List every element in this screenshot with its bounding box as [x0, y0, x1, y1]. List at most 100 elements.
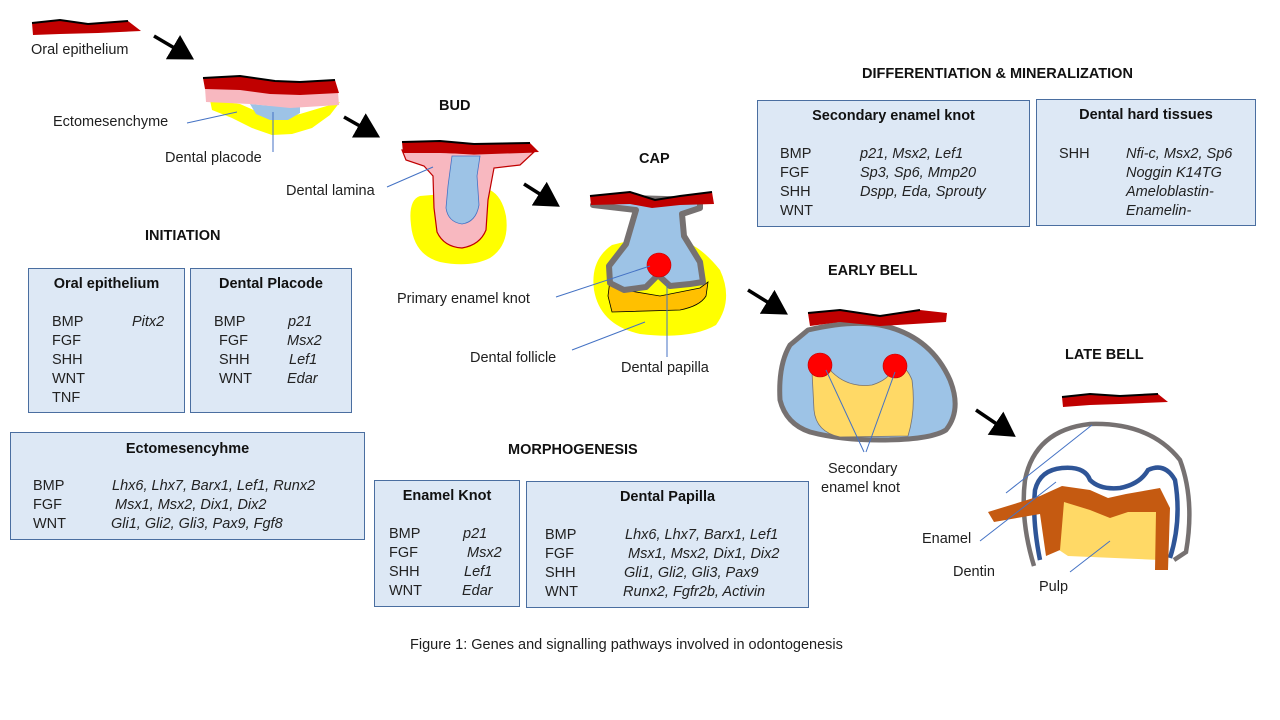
box-title: Dental hard tissues	[1079, 107, 1213, 123]
genes: Lef1	[289, 352, 318, 368]
box-dental-papilla: Dental Papilla BMP Lhx6, Lhx7, Barx1, Le…	[526, 481, 809, 608]
box-title: Dental Placode	[219, 276, 323, 292]
genes: Lhx6, Lhx7, Barx1, Lef1	[625, 527, 779, 543]
label-dental-placode: Dental placode	[165, 150, 262, 166]
box-ectomesenchyme: Ectomesencyhme BMP Lhx6, Lhx7, Barx1, Le…	[10, 432, 365, 540]
pathway: WNT	[219, 371, 253, 387]
label-secondary-enamel-knot-line2: enamel knot	[821, 480, 900, 496]
box-title: Ectomesencyhme	[125, 441, 250, 457]
leader-secondary-knot-2	[865, 371, 896, 453]
arrow-3	[523, 181, 560, 207]
genes: Msx2	[287, 333, 322, 349]
pathway: WNT	[389, 583, 423, 599]
box-title: Secondary enamel knot	[812, 108, 975, 124]
pathway: WNT	[545, 584, 579, 600]
pathway: BMP	[214, 314, 246, 330]
arrow-4	[747, 288, 788, 315]
box-title: Enamel Knot	[402, 488, 492, 504]
genes: Msx1, Msx2, Dix1, Dix2	[115, 497, 267, 513]
box-dental-hard-tissues: Dental hard tissues SHH Nfi-c, Msx2, Sp6…	[1036, 99, 1256, 226]
genes: Enamelin-	[1126, 203, 1192, 219]
stage-title-initiation: INITIATION	[145, 228, 221, 244]
leader-dental-lamina	[386, 166, 434, 188]
label-ectomesenchyme: Ectomesenchyme	[53, 114, 169, 130]
pathway: SHH	[389, 564, 420, 580]
arrow-1	[153, 34, 195, 60]
bud-drawing	[401, 139, 539, 265]
pathway: BMP	[780, 146, 812, 162]
label-secondary-enamel-knot-line1: Secondary	[828, 461, 898, 477]
box-title: Dental Papilla	[619, 489, 716, 505]
label-enamel: Enamel	[922, 531, 972, 547]
label-oral-epithelium: Oral epithelium	[31, 42, 129, 58]
genes: Nfi-c, Msx2, Sp6	[1126, 146, 1233, 162]
pathway: FGF	[545, 546, 574, 562]
genes: Lef1	[464, 564, 493, 580]
leader-pulp	[1069, 540, 1111, 573]
genes: Noggin K14TG	[1126, 165, 1222, 181]
pathway: SHH	[52, 352, 83, 368]
stage-title-differentiation: DIFFERENTIATION & MINERALIZATION	[862, 66, 1133, 82]
pathway: FGF	[52, 333, 81, 349]
genes: Sp3, Sp6, Mmp20	[860, 165, 977, 181]
cap-drawing	[589, 190, 727, 336]
genes: Lhx6, Lhx7, Barx1, Lef1, Runx2	[112, 478, 316, 494]
arrow-2	[343, 113, 381, 138]
label-pulp: Pulp	[1039, 579, 1069, 595]
pathway: SHH	[545, 565, 576, 581]
pathway: TNF	[52, 390, 81, 406]
placode-drawing	[202, 74, 340, 135]
leader-dentin	[979, 481, 1057, 542]
pathway: FGF	[33, 497, 62, 513]
box-dental-placode: Dental Placode BMP p21 FGF Msx2 SHH Lef1…	[190, 268, 352, 413]
box-title: Oral epithelium	[53, 276, 160, 292]
pathway: SHH	[1059, 146, 1090, 162]
genes: Gli1, Gli2, Gli3, Pax9	[624, 565, 759, 581]
pathway: BMP	[33, 478, 65, 494]
label-primary-enamel-knot: Primary enamel knot	[397, 291, 530, 307]
pathway: SHH	[780, 184, 811, 200]
genes: Gli1, Gli2, Gli3, Pax9, Fgf8	[111, 516, 283, 532]
leader-primary-enamel-knot	[555, 265, 651, 298]
late-bell-drawing	[988, 392, 1192, 570]
genes: Msx2	[467, 545, 502, 561]
stage-title-morphogenesis: MORPHOGENESIS	[508, 442, 638, 458]
genes: Dspp, Eda, Sprouty	[860, 184, 986, 200]
box-secondary-enamel-knot: Secondary enamel knot BMP p21, Msx2, Lef…	[757, 100, 1030, 227]
figure-caption: Figure 1: Genes and signalling pathways …	[410, 637, 843, 653]
pathway: WNT	[52, 371, 86, 387]
pathway: BMP	[52, 314, 84, 330]
label-dental-papilla: Dental papilla	[621, 360, 709, 376]
pathway: BMP	[389, 526, 421, 542]
leader-dental-follicle	[571, 321, 646, 351]
genes: Edar	[462, 583, 493, 599]
pathway: BMP	[545, 527, 577, 543]
label-dental-follicle: Dental follicle	[470, 350, 557, 366]
label-dentin: Dentin	[953, 564, 995, 580]
pathway: FGF	[780, 165, 809, 181]
stage-title-late-bell: LATE BELL	[1065, 347, 1144, 363]
genes: Pitx2	[132, 314, 165, 330]
genes: p21	[463, 526, 488, 542]
leader-ectomesenchyme	[186, 111, 238, 124]
box-enamel-knot: Enamel Knot BMP p21 FGF Msx2 SHH Lef1 WN…	[374, 480, 520, 607]
pathway: WNT	[33, 516, 67, 532]
genes: p21, Msx2, Lef1	[860, 146, 964, 162]
pathway: SHH	[219, 352, 250, 368]
leader-secondary-knot-1	[825, 369, 865, 453]
arrow-5	[975, 408, 1016, 437]
genes: Msx1, Msx2, Dix1, Dix2	[628, 546, 780, 562]
pathway: FGF	[389, 545, 418, 561]
genes: Edar	[287, 371, 318, 387]
oral-epithelium-drawing	[31, 18, 141, 35]
pathway: WNT	[780, 203, 814, 219]
pathway: FGF	[219, 333, 248, 349]
leader-enamel	[1005, 424, 1093, 494]
genes: Ameloblastin-	[1126, 184, 1214, 200]
label-dental-lamina: Dental lamina	[286, 183, 375, 199]
stage-title-early-bell: EARLY BELL	[828, 263, 918, 279]
genes: Runx2, Fgfr2b, Activin	[623, 584, 766, 600]
genes: p21	[288, 314, 313, 330]
leader-lines	[186, 111, 1111, 573]
